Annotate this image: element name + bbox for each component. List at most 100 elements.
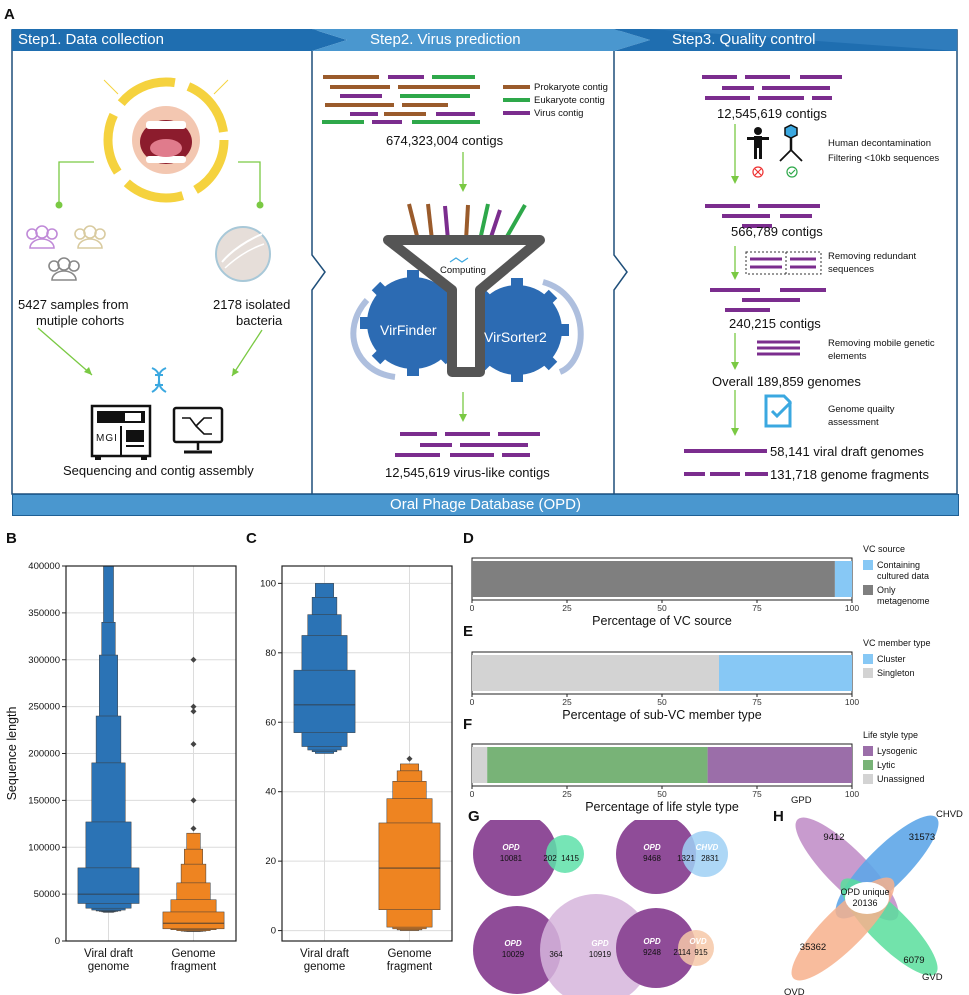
x-tick-label: 25 xyxy=(562,603,572,613)
venn-value-shared: 202 xyxy=(543,854,557,863)
redundant-text-1: Removing redundant xyxy=(828,251,917,262)
mobile-text-2: elements xyxy=(828,351,867,362)
decontamination-text: Human decontamination xyxy=(828,138,931,149)
x-tick-label: genome xyxy=(304,961,346,973)
panel-label-b: B xyxy=(6,530,17,547)
redundant-icon xyxy=(745,251,822,275)
x-tick-label: 25 xyxy=(562,789,572,799)
venn-label-b: CHVD xyxy=(696,843,719,852)
venn-value-a: 10081 xyxy=(500,854,523,863)
venn-value-a: 9248 xyxy=(643,948,661,957)
qc-contigs-3: 240,215 contigs xyxy=(729,316,821,331)
venn-label-a: OPD xyxy=(643,843,661,852)
x-tick-label: 50 xyxy=(657,603,667,613)
panel-label-d: D xyxy=(463,530,474,547)
x-tick-label: 75 xyxy=(752,789,762,799)
plot-frame xyxy=(281,565,453,942)
y-tick-label: 350000 xyxy=(28,608,60,619)
redundant-text-2: sequences xyxy=(828,264,874,275)
venn-set-label: OVD xyxy=(784,987,805,995)
mouth-icon xyxy=(103,77,229,203)
samples-text-1: 5427 samples from xyxy=(18,297,129,312)
x-tick-label: 50 xyxy=(657,697,667,707)
y-tick-label: 0 xyxy=(271,926,276,937)
petri-dish-icon xyxy=(215,226,271,282)
step3-title: Step3. Quality control xyxy=(672,31,816,48)
x-tick-label: genome xyxy=(88,961,130,973)
venn-set-opd xyxy=(616,820,696,894)
y-tick-label: 0 xyxy=(55,936,60,947)
legend-swatch xyxy=(863,774,873,784)
venn-set-label: GPD xyxy=(791,795,812,806)
venn-value-b: 2831 xyxy=(701,854,719,863)
venn-value-shared: 364 xyxy=(549,950,563,959)
legend-swatch xyxy=(863,585,873,595)
x-tick-label: 0 xyxy=(470,789,475,799)
y-tick-label: 50000 xyxy=(34,889,60,900)
qc-contigs-1: 12,545,619 contigs xyxy=(717,106,827,121)
bar-segment xyxy=(719,655,852,691)
database-title: Oral Phage Database (OPD) xyxy=(12,494,959,516)
bar-segment xyxy=(834,561,852,597)
dna-icon xyxy=(151,367,167,393)
venn-value-b: 10919 xyxy=(589,950,612,959)
virsorter-label: VirSorter2 xyxy=(484,329,547,345)
sequencer-icon xyxy=(90,404,152,460)
people-icon xyxy=(26,225,106,281)
assessment-icon xyxy=(764,394,793,428)
panel-label-f: F xyxy=(463,716,473,733)
venn-set-opd xyxy=(616,908,696,988)
venn-center-value: 20136 xyxy=(852,898,877,908)
bar-segment xyxy=(487,747,708,783)
x-tick-label: Viral draft xyxy=(84,948,134,960)
step1-title: Step1. Data collection xyxy=(18,31,164,48)
y-tick-label: 60 xyxy=(265,717,276,728)
x-tick-label: 75 xyxy=(752,603,762,613)
samples-text-2: mutiple cohorts xyxy=(36,313,125,328)
legend-swatch xyxy=(863,654,873,664)
step2-title: Step2. Virus prediction xyxy=(370,31,521,48)
virus-like-contigs: 12,545,619 virus-like contigs xyxy=(385,465,550,480)
assembly-text: Sequencing and contig assembly xyxy=(63,463,254,478)
y-tick-label: 20 xyxy=(265,856,276,867)
legend-swatch xyxy=(863,746,873,756)
human-icon xyxy=(747,127,769,159)
venn-set-opd xyxy=(473,820,557,896)
outlier-point xyxy=(406,755,413,762)
legend-label: metagenome xyxy=(877,596,930,606)
legend-eukaryote: Eukaryote contig xyxy=(534,95,605,106)
legend-label: Unassigned xyxy=(877,774,925,784)
x-axis-label: Percentage of life style type xyxy=(585,800,739,814)
panel-label-a: A xyxy=(4,6,15,23)
venn-center-label: OPD unique xyxy=(840,887,889,897)
legend-title: VC source xyxy=(863,544,905,554)
genome-fragments: 131,718 genome fragments xyxy=(770,467,929,482)
y-tick-label: 400000 xyxy=(28,561,60,572)
x-tick-label: fragment xyxy=(171,961,217,973)
qa-text-2: assessment xyxy=(828,417,879,428)
venn-label-a: OPD xyxy=(504,939,522,948)
y-tick-label: 200000 xyxy=(28,749,60,760)
x-axis-label: Percentage of sub-VC member type xyxy=(562,708,761,722)
venn-label-b: GPD xyxy=(591,939,609,948)
panel-label-e: E xyxy=(463,623,474,640)
boxen-level xyxy=(378,822,441,911)
computing-label: Computing xyxy=(440,265,486,276)
x-tick-label: 0 xyxy=(470,603,475,613)
x-tick-label: Genome xyxy=(387,948,431,960)
bar-segment xyxy=(472,561,835,597)
x-tick-label: 75 xyxy=(752,697,762,707)
phage-icon xyxy=(779,124,803,162)
y-tick-label: 250000 xyxy=(28,702,60,713)
x-tick-label: 50 xyxy=(657,789,667,799)
venn-set-other xyxy=(678,930,714,966)
legend-label: Singleton xyxy=(877,668,915,678)
venn-label-a: OPD xyxy=(502,843,520,852)
venn-set-label: GVD xyxy=(922,972,943,983)
venn-set-label: CHVD xyxy=(936,809,963,820)
y-axis-label: Sequence length xyxy=(5,707,19,801)
venn-value-shared: 1321 xyxy=(677,854,695,863)
